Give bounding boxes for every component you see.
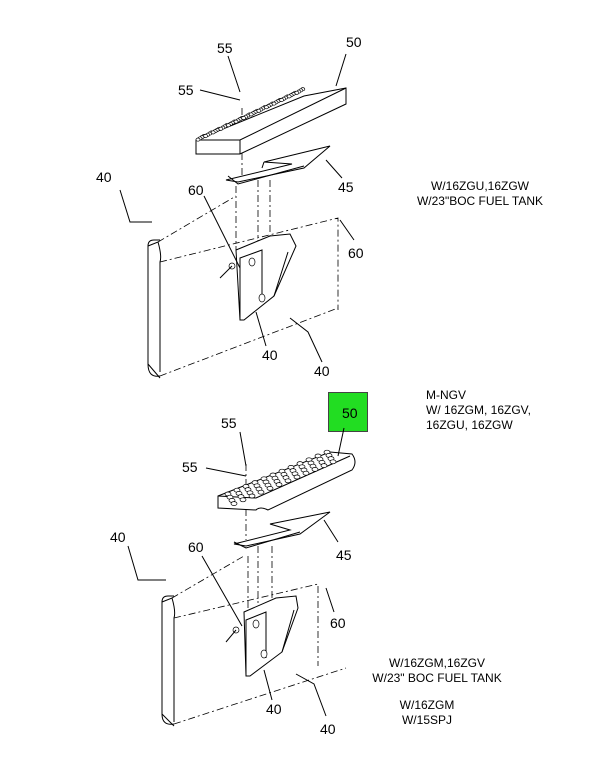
tread-perforation bbox=[241, 116, 246, 120]
top-callout-60-b[interactable]: 60 bbox=[348, 245, 364, 261]
tread-perforation bbox=[210, 130, 216, 135]
bottom-callout-50[interactable]: 50 bbox=[342, 405, 358, 421]
bottom-assembly: 50 55 55 40 60 45 60 40 40 bbox=[110, 405, 358, 737]
tread-perforation bbox=[218, 126, 224, 131]
tread-perforation bbox=[284, 478, 292, 484]
top-note-line-1: W/16ZGU,16ZGW bbox=[430, 179, 529, 193]
bottom-callout-45[interactable]: 45 bbox=[336, 547, 352, 563]
tread-perforation bbox=[311, 467, 319, 472]
tread-perforation bbox=[226, 123, 231, 128]
tread-perforation bbox=[257, 489, 265, 495]
top-callout-55-b[interactable]: 55 bbox=[178, 82, 194, 98]
bottom-note-1-line-1: W/16ZGM,16ZGV bbox=[388, 656, 486, 670]
tread-perforation bbox=[279, 98, 284, 102]
tread-perforation bbox=[329, 459, 337, 465]
mngv-note-line-3: 16ZGU, 16ZGW bbox=[426, 418, 513, 432]
top-bracket-45 bbox=[225, 145, 331, 183]
top-callout-50[interactable]: 50 bbox=[346, 34, 362, 50]
tread-perforation bbox=[233, 119, 239, 124]
bottom-frame-rail bbox=[161, 595, 176, 725]
bottom-note-2-line-2: W/15SPJ bbox=[401, 713, 452, 727]
tread-perforation bbox=[266, 486, 274, 491]
top-assembly: 55 50 55 40 60 45 60 40 40 bbox=[96, 34, 364, 379]
top-callout-60-a[interactable]: 60 bbox=[188, 182, 204, 198]
bottom-callout-55-a[interactable]: 55 bbox=[221, 415, 237, 431]
top-callout-40-a[interactable]: 40 bbox=[96, 169, 112, 185]
bottom-callout-40-a[interactable]: 40 bbox=[110, 529, 126, 545]
bottom-application-note-1: W/16ZGM,16ZGV W/23" BOC FUEL TANK bbox=[352, 656, 522, 686]
mngv-note-line-1: M-NGV bbox=[426, 388, 466, 402]
tread-perforation bbox=[230, 501, 238, 506]
tread-perforation bbox=[248, 112, 254, 117]
mngv-application-note: M-NGV W/ 16ZGM, 16ZGV, 16ZGU, 16ZGW bbox=[426, 388, 556, 433]
top-callout-40-c[interactable]: 40 bbox=[314, 363, 330, 379]
tread-perforation bbox=[248, 493, 256, 499]
bottom-callout-40-c[interactable]: 40 bbox=[320, 721, 336, 737]
bottom-note-2-line-1: W/16ZGM bbox=[399, 698, 455, 712]
top-callout-55-a[interactable]: 55 bbox=[217, 40, 233, 56]
top-step-tread bbox=[195, 87, 347, 155]
bottom-step-tread bbox=[217, 449, 356, 511]
tread-perforation bbox=[275, 482, 283, 487]
bottom-bracket-45 bbox=[233, 511, 331, 547]
bottom-note-1-line-2: W/23" BOC FUEL TANK bbox=[372, 671, 502, 685]
tread-perforation bbox=[294, 90, 300, 95]
tread-perforation bbox=[320, 463, 328, 468]
tread-perforation bbox=[264, 105, 269, 110]
tread-perforation bbox=[271, 101, 277, 106]
mngv-note-line-2: W/ 16ZGM, 16ZGV, bbox=[426, 403, 531, 417]
top-support bbox=[219, 233, 297, 321]
tread-perforation bbox=[302, 470, 310, 476]
bottom-callout-60-b[interactable]: 60 bbox=[330, 615, 346, 631]
top-callout-45[interactable]: 45 bbox=[338, 179, 354, 195]
tread-perforation bbox=[203, 134, 208, 138]
highlighted-callout-box[interactable] bbox=[328, 392, 368, 432]
tread-perforation bbox=[293, 474, 301, 480]
tread-perforation bbox=[286, 94, 292, 99]
bottom-application-note-2: W/16ZGM W/15SPJ bbox=[372, 698, 482, 728]
top-note-line-2: W/23"BOC FUEL TANK bbox=[416, 194, 544, 208]
bottom-callout-55-b[interactable]: 55 bbox=[182, 459, 198, 475]
tread-perforation bbox=[195, 137, 201, 142]
tread-perforation bbox=[256, 108, 262, 113]
top-callout-40-b[interactable]: 40 bbox=[262, 347, 278, 363]
bottom-support bbox=[225, 595, 299, 677]
bottom-callout-40-b[interactable]: 40 bbox=[266, 701, 282, 717]
tread-perforation bbox=[239, 497, 247, 503]
top-application-note: W/16ZGU,16ZGW W/23"BOC FUEL TANK bbox=[400, 179, 560, 209]
top-frame-rail bbox=[147, 239, 162, 377]
bottom-callout-60-a[interactable]: 60 bbox=[188, 539, 204, 555]
